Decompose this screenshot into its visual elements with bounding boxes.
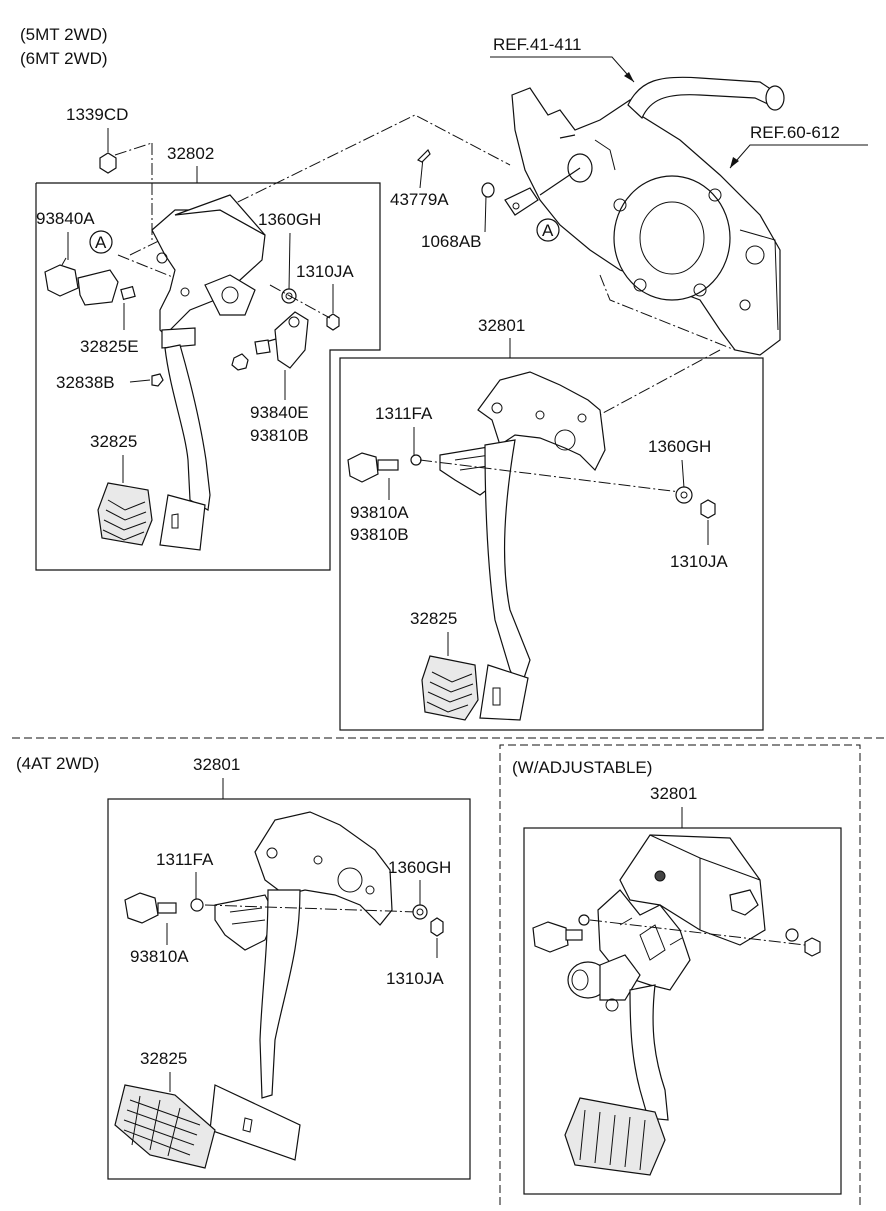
part-1360gh-at-label: 1360GH [388, 858, 451, 877]
callout-a-mt-letter: A [95, 233, 107, 252]
variant-adjustable-label: (W/ADJUSTABLE) [512, 758, 652, 777]
part-43779a-pin [416, 148, 431, 163]
part-1360gh-mt-label: 1360GH [258, 210, 321, 229]
part-32838b-stopper [151, 373, 164, 387]
brake-pedal-adjustable [532, 834, 821, 1176]
part-93810a-brake-label: 93810A [350, 503, 409, 522]
part-32802-label: 32802 [167, 144, 214, 163]
part-1360gh-mt-leader [288, 232, 291, 291]
part-1311fa-at-washer [190, 898, 204, 912]
part-1310ja-mt-nut [326, 313, 340, 331]
part-1311fa-at-label: 1311FA [156, 850, 214, 869]
brake-pedal-box [339, 357, 764, 731]
part-1360gh-brake-label: 1360GH [648, 437, 711, 456]
part-32801-at-label: 32801 [193, 755, 240, 774]
part-1068ab-leader [484, 195, 487, 233]
part-1310ja-at-nut [430, 917, 444, 937]
connection-line-bracket [599, 274, 736, 351]
ref-41-411-arrowhead [624, 72, 634, 82]
mt-axis-line [117, 254, 176, 279]
part-1339cd-axis [114, 142, 153, 156]
part-93810a-at-label: 93810A [130, 947, 189, 966]
part-1310ja-mt-label: 1310JA [296, 262, 354, 281]
variant-6mt-label: (6MT 2WD) [20, 49, 108, 68]
brake-bolt-axis [419, 459, 681, 493]
part-93840e-label: 93840E [250, 403, 309, 422]
part-93840a-label: 93840A [36, 209, 95, 228]
variant-4at-label: (4AT 2WD) [16, 754, 99, 773]
ref-41-411-leader [490, 56, 635, 83]
part-1360gh-at-nut [412, 904, 428, 920]
part-1310ja-at-label: 1310JA [386, 969, 444, 988]
clutch-switch-connector [44, 257, 136, 306]
adjustable-dashed-frame [499, 744, 861, 1205]
part-32838b-label: 32838B [56, 373, 115, 392]
adj-bolt-axis [589, 919, 806, 946]
part-43779a-label: 43779A [390, 190, 449, 209]
part-32825e-label: 32825E [80, 337, 139, 356]
part-1310ja-brake-label: 1310JA [670, 552, 728, 571]
part-93810b-brake-label: 93810B [350, 525, 409, 544]
part-32825-at-label: 32825 [140, 1049, 187, 1068]
part-1339cd-label: 1339CD [66, 105, 128, 124]
part-1360gh-at-nut-hole [416, 908, 424, 916]
clutch-pedal-mt [97, 194, 309, 551]
part-32801-adj-label: 32801 [650, 784, 697, 803]
part-1360gh-brake-nut [675, 486, 693, 504]
part-1310ja-brake-nut [700, 499, 716, 519]
ref-60-612-label: REF.60-612 [750, 123, 840, 142]
variant-5mt-label: (5MT 2WD) [20, 25, 108, 44]
ref-41-411-label: REF.41-411 [493, 35, 582, 54]
callout-a-top-letter: A [542, 221, 554, 240]
brake-pedal-at [114, 811, 393, 1169]
stop-lamp-switch-at-plunger [157, 902, 177, 914]
ref-60-612-arrowhead [730, 157, 739, 168]
part-1360gh-mt-nut-hole [285, 292, 293, 300]
stop-lamp-switch-brake-plunger [377, 459, 399, 471]
part-1360gh-brake-leader [681, 459, 685, 489]
ref-60-612-leader [729, 144, 868, 169]
part-32838b-leader [129, 379, 151, 383]
at-bolt-axis [204, 904, 419, 913]
mt-clutch-box [35, 182, 381, 571]
brake-pedal-mt [421, 371, 606, 721]
part-43779a-leader [419, 157, 424, 189]
callout-a-top [536, 218, 560, 242]
part-1360gh-brake-nut-hole [680, 491, 688, 499]
part-32801-brake-label: 32801 [478, 316, 525, 335]
part-93810b-mt-label: 93810B [250, 426, 309, 445]
part-1068ab-washer [481, 182, 495, 198]
part-32825-mt-label: 32825 [90, 432, 137, 451]
callout-a-mt [89, 230, 113, 254]
connection-line-brake [589, 349, 721, 421]
stop-lamp-switch-at [124, 892, 159, 924]
stop-lamp-switch-brake [347, 452, 379, 483]
mt-bolt-axis [269, 284, 331, 319]
at-brake-box [107, 798, 471, 1180]
part-1339cd-nut [99, 152, 117, 174]
part-1068ab-label: 1068AB [421, 232, 482, 251]
part-1311fa-brake-label: 1311FA [375, 404, 433, 423]
part-32825-brake-label: 32825 [410, 609, 457, 628]
firewall-bracket-assembly [504, 76, 785, 356]
part-1311fa-brake-washer [410, 454, 422, 466]
